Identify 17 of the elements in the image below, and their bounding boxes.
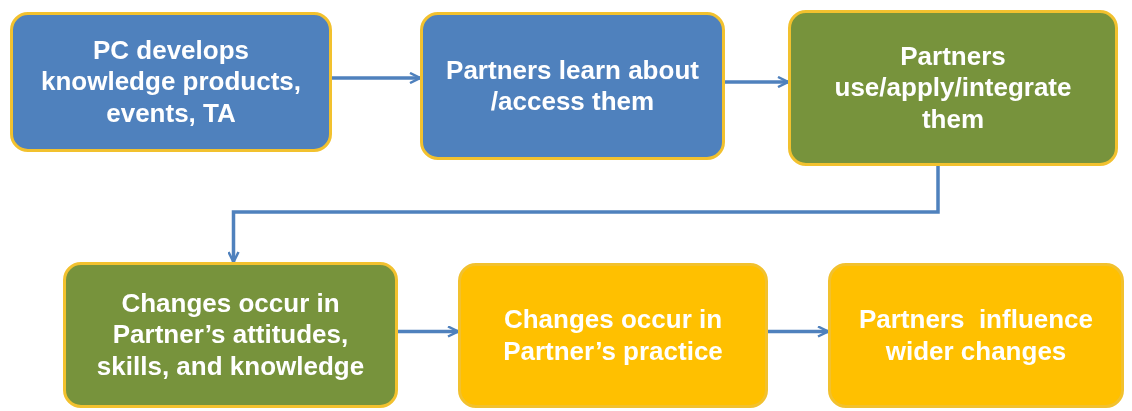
- box-label: PC develops knowledge products, events, TA: [40, 35, 302, 129]
- box-label: Partners use/apply/integrate them: [833, 41, 1073, 135]
- arrow: [398, 325, 460, 338]
- arrow: [332, 71, 422, 85]
- arrow: [227, 166, 940, 264]
- process-box: [828, 263, 1124, 408]
- process-box: [458, 263, 768, 408]
- arrow: [725, 75, 790, 89]
- box-label: Changes occur in Partner’s practice: [502, 304, 724, 367]
- box-label: Partners learn about /access them: [445, 54, 700, 118]
- process-box: [788, 10, 1118, 166]
- process-box: [63, 262, 398, 408]
- arrow: [768, 325, 830, 338]
- process-box: [10, 12, 332, 152]
- box-label: Changes occur in Partner’s attitudes, skills, and knowledge: [95, 288, 366, 382]
- process-box: [420, 12, 725, 160]
- box-label: Partners influence wider changes: [857, 304, 1095, 367]
